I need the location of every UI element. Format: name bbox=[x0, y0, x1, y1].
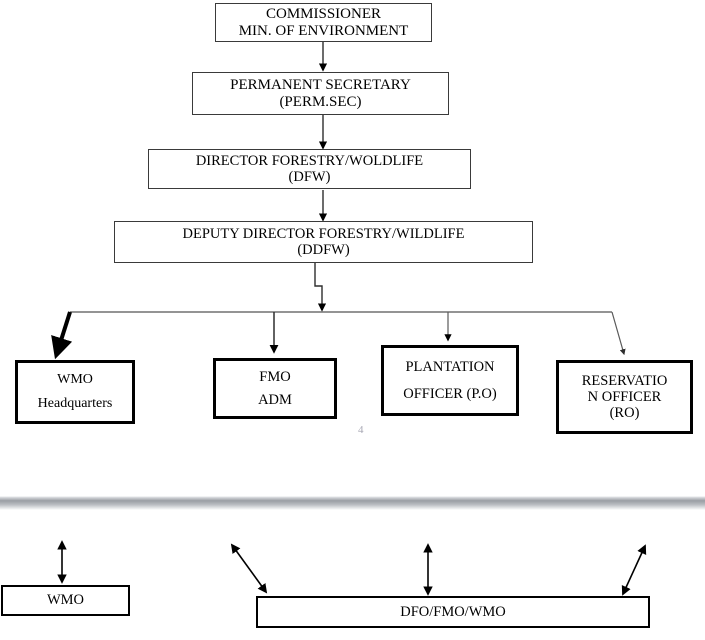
node-wmo-field-line1: WMO bbox=[46, 592, 85, 609]
node-dfo-fmo-wmo[interactable]: DFO/FMO/WMO bbox=[256, 596, 650, 628]
node-reservation-officer[interactable]: RESERVATIO N OFFICER (RO) bbox=[556, 360, 693, 434]
node-ddfw[interactable]: DEPUTY DIRECTOR FORESTRY/WILDLIFE (DDFW) bbox=[114, 221, 533, 263]
node-fmo-adm[interactable]: FMO ADM bbox=[213, 358, 337, 419]
edge-dfo-left-double-arrow bbox=[230, 543, 268, 594]
node-dfw-line2: (DFW) bbox=[288, 169, 331, 185]
node-dfw[interactable]: DIRECTOR FORESTRY/WOLDLIFE (DFW) bbox=[148, 149, 471, 189]
node-perm-secretary-line1: PERMANENT SECRETARY bbox=[230, 76, 411, 93]
node-reservation-officer-line1: RESERVATIO bbox=[581, 372, 668, 389]
node-wmo-field[interactable]: WMO bbox=[1, 585, 130, 616]
node-commissioner[interactable]: COMMISSIONER MIN. OF ENVIRONMENT bbox=[215, 3, 432, 42]
edge-bus-to-wmo-hq bbox=[51, 311, 73, 360]
node-fmo-adm-line1: FMO bbox=[259, 368, 291, 385]
node-wmo-headquarters-line1: WMO bbox=[57, 371, 93, 387]
edge-ddfw-stem bbox=[314, 263, 327, 312]
node-ddfw-line2: (DDFW) bbox=[297, 242, 350, 258]
node-plantation-officer-line1: PLANTATION bbox=[405, 358, 495, 375]
node-reservation-officer-line2: N OFFICER bbox=[587, 388, 662, 405]
node-wmo-headquarters-line2: Headquarters bbox=[37, 396, 113, 412]
section-divider bbox=[0, 496, 705, 510]
node-plantation-officer[interactable]: PLANTATION OFFICER (P.O) bbox=[381, 345, 519, 416]
node-commissioner-line1: COMMISSIONER bbox=[265, 5, 382, 22]
node-ddfw-line1: DEPUTY DIRECTOR FORESTRY/WILDLIFE bbox=[182, 225, 465, 242]
node-perm-secretary[interactable]: PERMANENT SECRETARY (PERM.SEC) bbox=[192, 72, 449, 115]
edge-bus-to-reservation bbox=[611, 311, 626, 356]
page-number: 4 bbox=[358, 424, 364, 436]
edge-dfo-right-double-arrow bbox=[621, 544, 647, 596]
node-commissioner-line2: MIN. OF ENVIRONMENT bbox=[238, 22, 409, 39]
node-dfo-fmo-wmo-line1: DFO/FMO/WMO bbox=[400, 603, 506, 620]
node-perm-secretary-line2: (PERM.SEC) bbox=[279, 93, 362, 110]
node-reservation-officer-line3: (RO) bbox=[609, 405, 640, 422]
node-dfw-line1: DIRECTOR FORESTRY/WOLDLIFE bbox=[195, 152, 424, 169]
node-plantation-officer-line2: OFFICER (P.O) bbox=[403, 385, 497, 402]
node-wmo-headquarters[interactable]: WMO Headquarters bbox=[15, 360, 135, 424]
node-fmo-adm-line2: ADM bbox=[258, 392, 292, 409]
